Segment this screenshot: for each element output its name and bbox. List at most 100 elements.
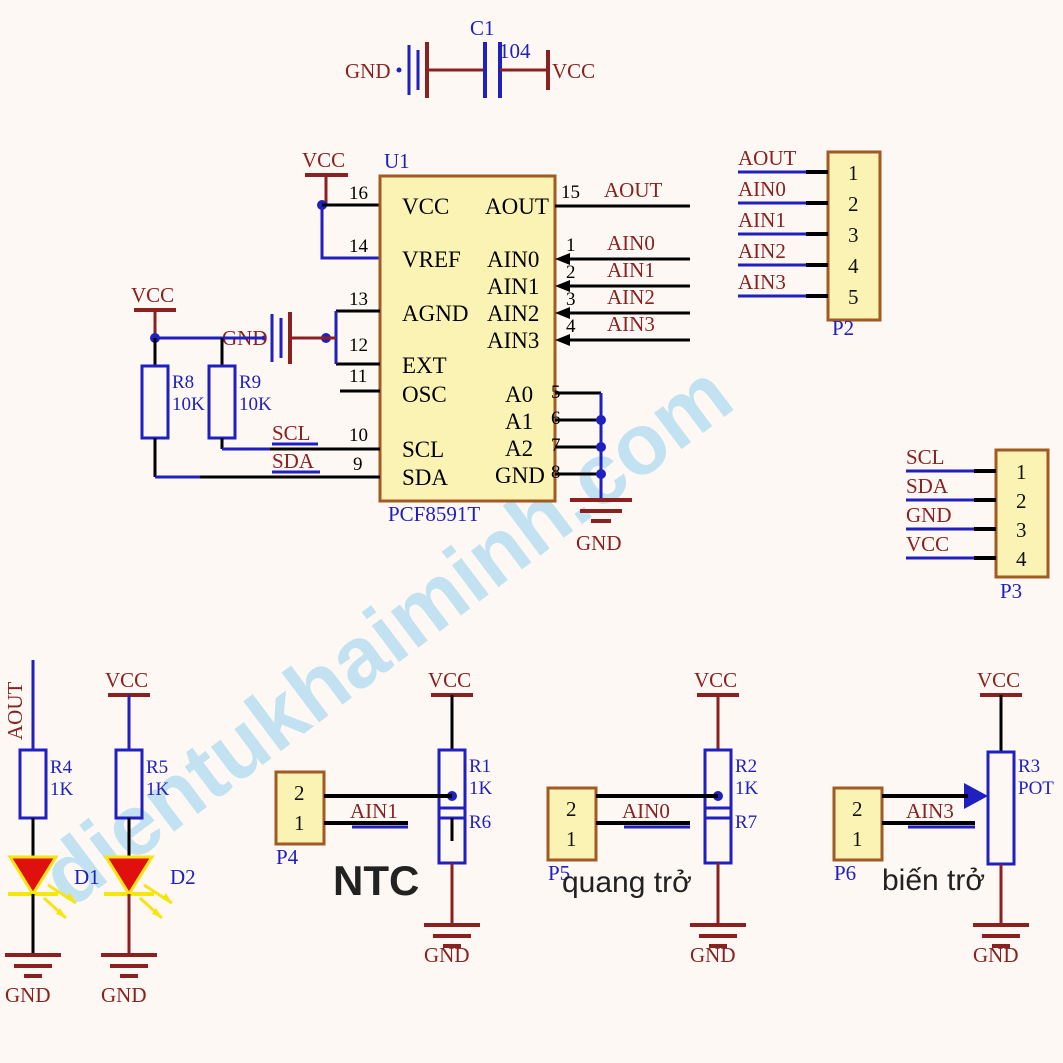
u1-pin-name-scl: SCL xyxy=(402,437,444,462)
p2-body[interactable] xyxy=(826,150,882,322)
c1-right-net-label: VCC xyxy=(552,59,595,83)
u1-pin-name-osc: OSC xyxy=(402,382,447,407)
u1-pin-name-ain1: AIN1 xyxy=(487,274,539,299)
p4-ref-label: P4 xyxy=(276,845,299,869)
d2-ref-label: D2 xyxy=(170,865,196,889)
p3-body[interactable] xyxy=(994,448,1050,579)
u1-pin-num-10: 10 xyxy=(349,425,368,446)
p4-body[interactable] xyxy=(274,770,326,846)
p3-pin-num-1: 1 xyxy=(1016,460,1027,484)
u1-pin-name-vcc: VCC xyxy=(402,194,449,219)
p4-pin-num-2: 2 xyxy=(294,781,305,805)
u1-pin-name-sda: SDA xyxy=(402,465,448,490)
p3-net-sda: SDA xyxy=(906,474,949,498)
led2-top-net-label: VCC xyxy=(105,668,148,692)
pot-gnd-label: GND xyxy=(973,943,1019,967)
u1-gnd-label: GND xyxy=(576,531,622,555)
p2-pin-num-2: 2 xyxy=(848,192,859,216)
p6-pin-num-1: 1 xyxy=(852,827,863,851)
u1-pin-name-ain2: AIN2 xyxy=(487,301,539,326)
d1-emission-arrow-2 xyxy=(56,908,66,918)
c1-value-label: 104 xyxy=(499,39,531,63)
ntc-gnd-label: GND xyxy=(424,943,470,967)
u1-pin-num-3: 3 xyxy=(566,289,576,310)
u1-pin-name-a0: A0 xyxy=(505,382,533,407)
r2-body xyxy=(703,748,733,820)
ldr-gnd-label: GND xyxy=(690,943,736,967)
p3-group: P3 SCL 1 SDA 2 GND 3 VCC 4 xyxy=(906,445,1050,603)
d1-triangle-icon xyxy=(7,855,59,897)
u1-ain1-net-label: AIN1 xyxy=(607,258,655,282)
u1-ain3-arrow xyxy=(555,334,570,346)
u1-ain0-net-label: AIN0 xyxy=(607,231,655,255)
ldr-group: VCC R2 1K R7 GND 2 1 P5 AIN0 quang trở xyxy=(546,668,759,967)
led1-gnd-label: GND xyxy=(5,983,51,1007)
pot-note-label: biến trở xyxy=(882,864,985,897)
pot-vcc-label: VCC xyxy=(977,668,1020,692)
u1-ain2-arrow xyxy=(555,307,570,319)
ntc-group: VCC R1 1K R6 GND 2 1 P4 AIN1 NTC xyxy=(274,668,493,967)
p2-ref-label: P2 xyxy=(832,316,854,340)
r9-value-label: 10K xyxy=(239,394,272,415)
led2-gnd-label: GND xyxy=(101,983,147,1007)
r2-ref-label: R2 xyxy=(735,756,757,777)
p5-ref-label: P5 xyxy=(548,861,570,885)
u1-pin-name-aout: AOUT xyxy=(485,194,549,219)
p2-pin-num-3: 3 xyxy=(848,223,859,247)
p5-pin-num-1: 1 xyxy=(566,827,577,851)
r4-value-label: 1K xyxy=(50,779,74,800)
u1-pin-name-agnd: AGND xyxy=(402,301,468,326)
p2-pin-num-1: 1 xyxy=(848,161,859,185)
p2-net-ain3: AIN3 xyxy=(738,270,786,294)
u1-pin-name-ain0: AIN0 xyxy=(487,247,539,272)
p2-pin-num-4: 4 xyxy=(848,254,859,278)
d2-emission-arrow-2 xyxy=(152,908,162,918)
pullup-vcc-label: VCC xyxy=(131,283,174,307)
p5-body[interactable] xyxy=(546,786,598,862)
d1-emission-arrow-1 xyxy=(66,893,76,903)
p2-group: P2 AOUT 1 AIN0 2 AIN1 3 AIN2 4 AIN3 5 xyxy=(738,146,882,340)
d1-ref-label: D1 xyxy=(74,865,100,889)
ntc-vcc-label: VCC xyxy=(428,668,471,692)
p3-pin-num-4: 4 xyxy=(1016,547,1027,571)
r1-value-label: 1K xyxy=(469,778,493,799)
u1-pin-num-15: 15 xyxy=(561,182,580,203)
decoupling-capacitor-group: GND C1 104 VCC xyxy=(345,16,595,98)
u1-vcc-label: VCC xyxy=(302,148,345,172)
u1-pin-name-a2: A2 xyxy=(505,436,533,461)
r3-ref-label: R3 xyxy=(1018,756,1040,777)
u1-pin-name-vref: VREF xyxy=(402,247,461,272)
p4-pin-num-1: 1 xyxy=(294,811,305,835)
r8-value-label: 10K xyxy=(172,394,205,415)
u1-pin-num-12: 12 xyxy=(349,335,368,356)
u1-pin-num-9: 9 xyxy=(353,454,363,475)
led1-group: AOUT R4 1K D1 GND xyxy=(3,660,100,1007)
u1-pin-num-2: 2 xyxy=(566,262,576,283)
p3-net-gnd: GND xyxy=(906,503,952,527)
p2-net-ain1: AIN1 xyxy=(738,208,786,232)
led2-group: VCC R5 1K D2 GND xyxy=(101,668,196,1007)
p2-pin-num-5: 5 xyxy=(848,285,859,309)
d2-emission-arrow-1 xyxy=(162,893,172,903)
p3-pin-num-3: 3 xyxy=(1016,518,1027,542)
p3-pin-num-2: 2 xyxy=(1016,489,1027,513)
u1-ain1-arrow xyxy=(555,280,570,292)
p3-ref-label: P3 xyxy=(1000,579,1022,603)
p6-ref-label: P6 xyxy=(834,861,856,885)
u1-pin-name-ext: EXT xyxy=(402,353,447,378)
r4-ref-label: R4 xyxy=(50,757,73,778)
u1-a2-junction xyxy=(596,442,606,452)
ntc-signal-label: AIN1 xyxy=(350,799,398,823)
u1-scl-net-label: SCL xyxy=(272,421,311,445)
ldr-signal-label: AIN0 xyxy=(622,799,670,823)
u1-ain2-net-label: AIN2 xyxy=(607,285,655,309)
r5-value-label: 1K xyxy=(146,779,170,800)
u1-gnd-junction xyxy=(596,469,606,479)
pot-signal-label: AIN3 xyxy=(906,799,954,823)
c1-left-dot xyxy=(396,67,402,73)
u1-pin-num-14: 14 xyxy=(349,236,369,257)
c1-ref-label: C1 xyxy=(470,16,495,40)
u1-vref-wire xyxy=(320,205,380,260)
u1-pin-num-4: 4 xyxy=(566,316,576,337)
r7-ref-label: R7 xyxy=(735,812,757,833)
